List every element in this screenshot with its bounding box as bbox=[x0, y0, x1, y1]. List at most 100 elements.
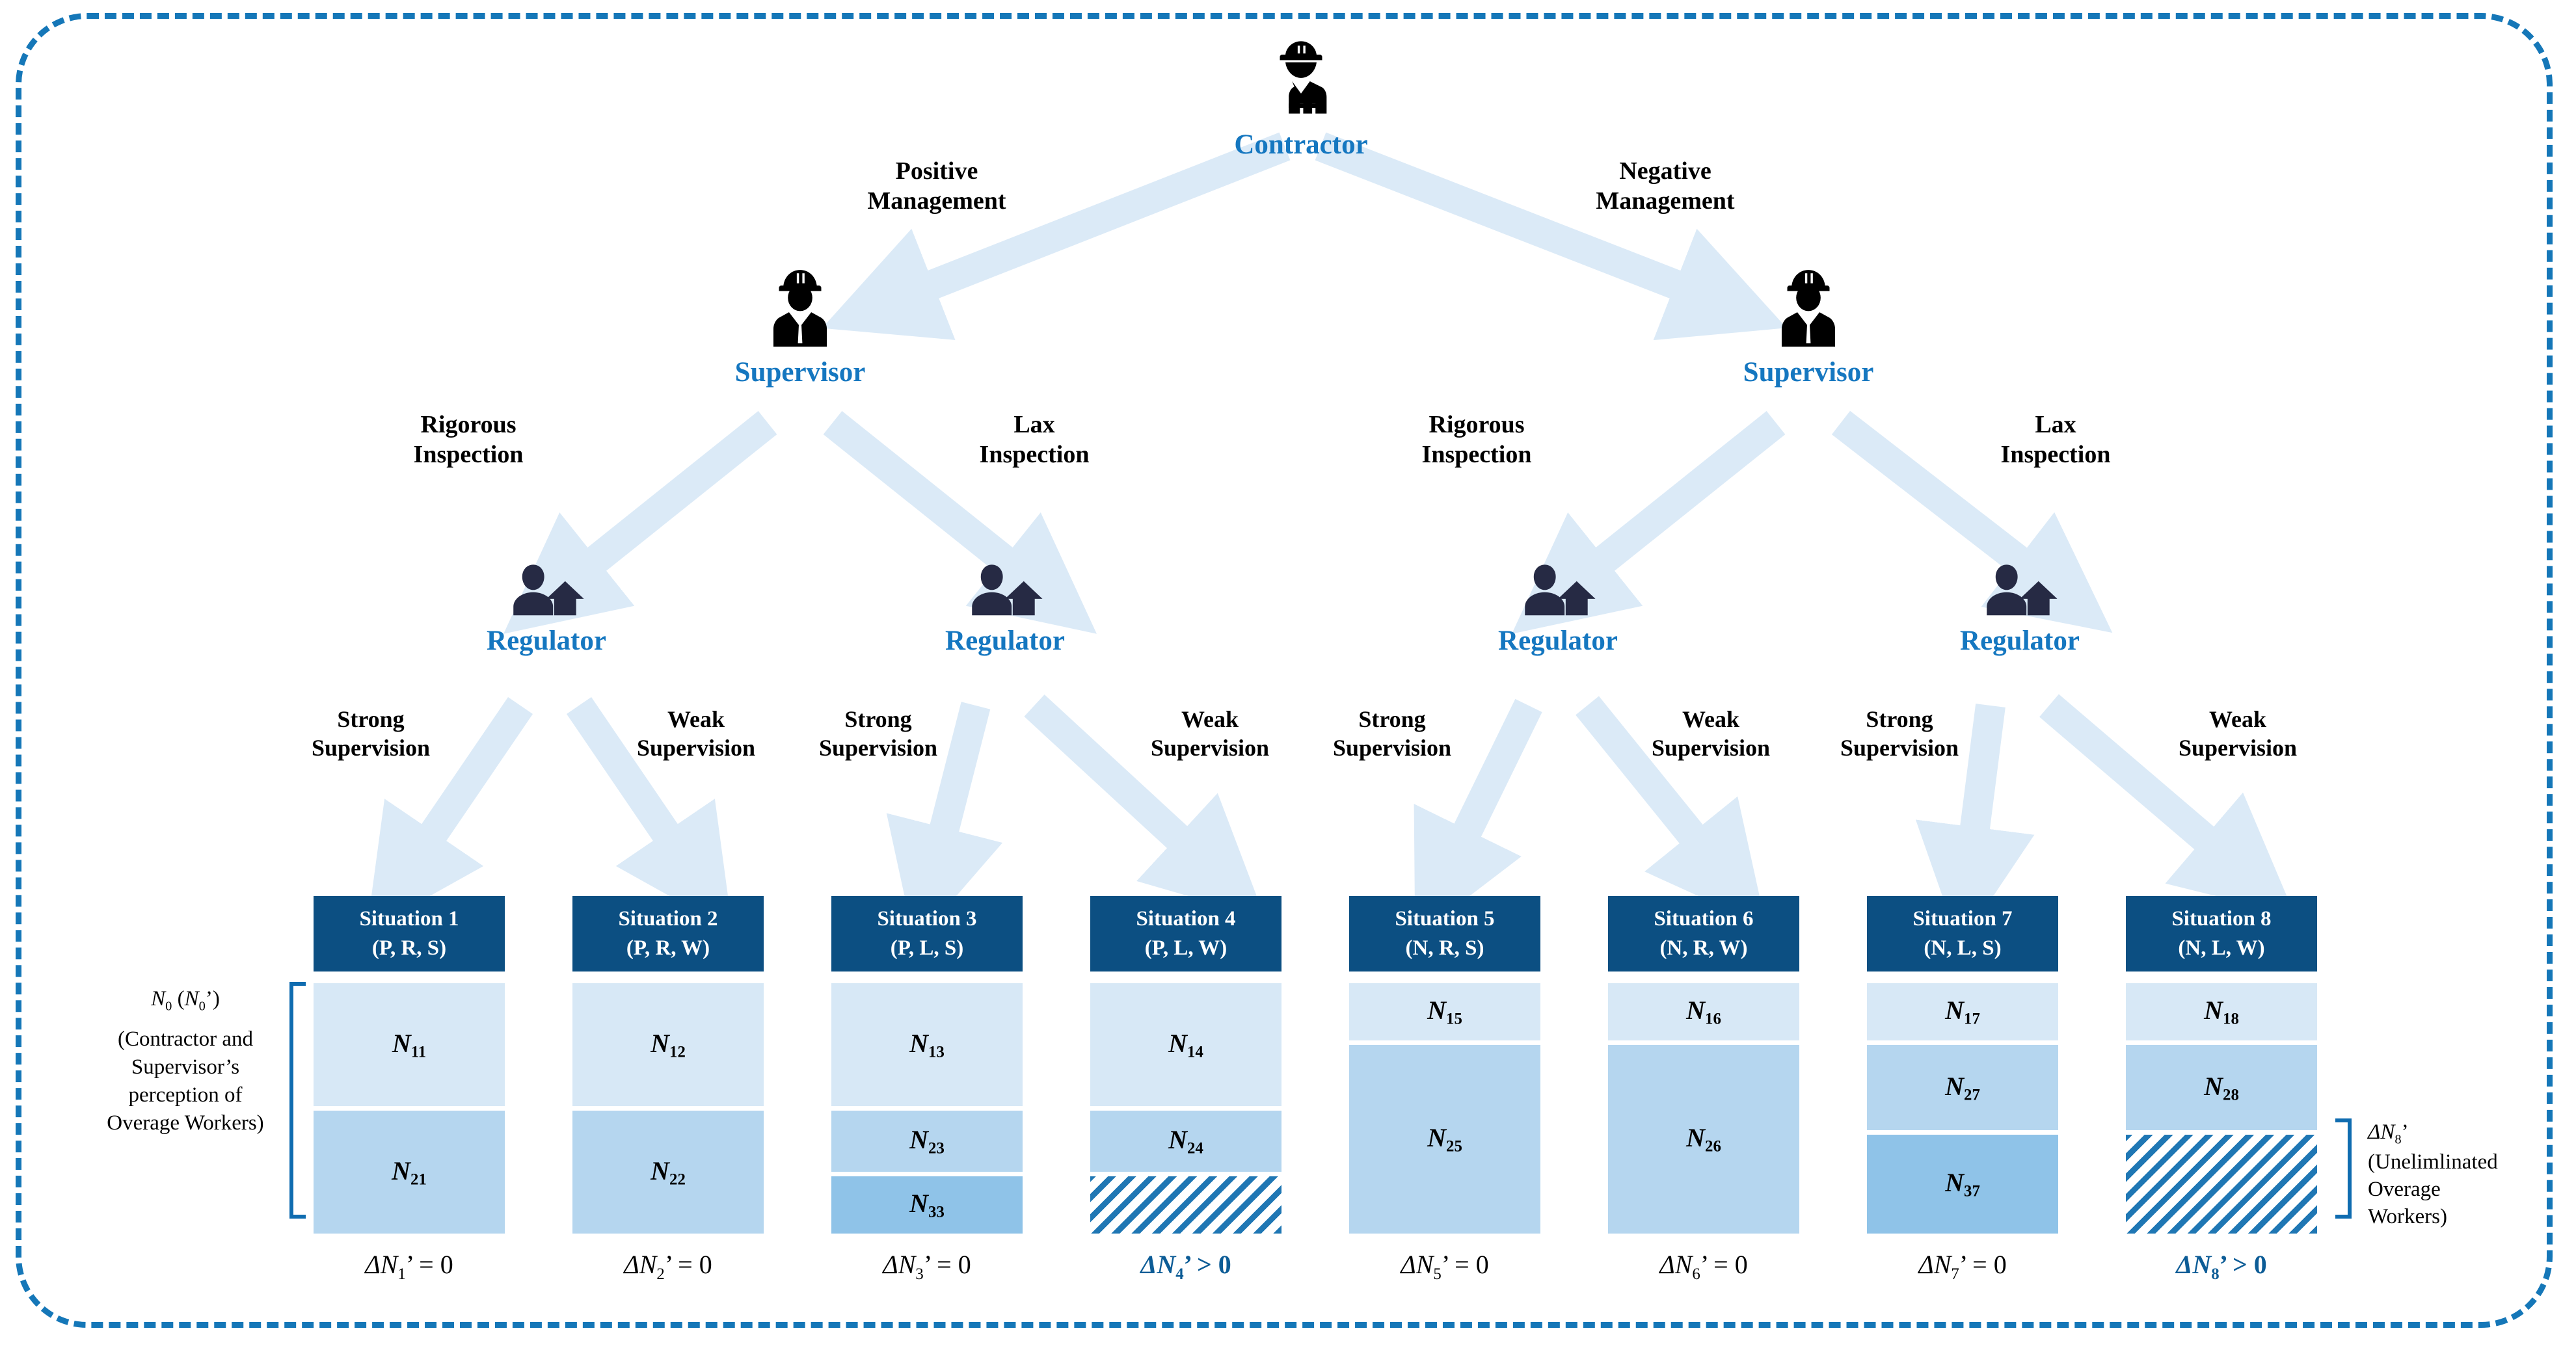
situation-code: (P, L, S) bbox=[890, 936, 964, 960]
annotation-left-line3: perception of bbox=[128, 1083, 243, 1107]
edge-label-line2: Supervision bbox=[818, 734, 938, 761]
edge-label-weak-supervision-4: Weak Supervision bbox=[2140, 706, 2335, 763]
situation-header: Situation 4 (P, L, W) bbox=[1090, 896, 1281, 972]
situation-title: Situation 1 bbox=[359, 907, 459, 931]
situation-column[interactable]: Situation 1 (P, R, S) bbox=[314, 896, 505, 972]
node-regulator-2[interactable]: Regulator bbox=[930, 562, 1080, 657]
node-regulator-4[interactable]: Regulator bbox=[1945, 562, 2095, 657]
situation-column[interactable]: Situation 2(P, R, W) bbox=[572, 896, 764, 972]
edge-label-line2: Supervision bbox=[1150, 734, 1270, 761]
situation-code: (P, L, W) bbox=[1144, 936, 1228, 960]
situation-delta-label: ΔN5’ = 0 bbox=[1401, 1250, 1489, 1283]
edge-label-line2: Supervision bbox=[311, 734, 431, 761]
situation-segment-hatched bbox=[1090, 1176, 1281, 1234]
edge-label-rigorous-inspection-1: Rigorous Inspection bbox=[364, 410, 572, 470]
node-regulator-label: Regulator bbox=[1498, 626, 1618, 656]
edge-label-line1: Strong bbox=[1358, 706, 1426, 732]
situation-segment: N16 bbox=[1608, 983, 1799, 1040]
annotation-left-line1: (Contractor and bbox=[117, 1027, 253, 1051]
supervisor-icon bbox=[1737, 267, 1880, 354]
segment-label: N13 bbox=[909, 1028, 945, 1061]
edge-label-line1: Lax bbox=[2035, 411, 2076, 438]
annotation-left-line4: Overage Workers) bbox=[107, 1111, 264, 1135]
situation-header: Situation 6(N, R, W) bbox=[1608, 896, 1799, 972]
segment-label: N12 bbox=[651, 1028, 686, 1061]
situation-delta-label: ΔN1’ = 0 bbox=[365, 1250, 453, 1283]
situation-segment: N21 bbox=[314, 1111, 505, 1234]
situation-code: (N, R, S) bbox=[1405, 936, 1484, 960]
situation-column[interactable]: Situation 8 (N, L, W) bbox=[2126, 896, 2317, 972]
node-contractor[interactable]: Contractor bbox=[1229, 39, 1373, 161]
edge-label-line2: Supervision bbox=[2178, 734, 2298, 761]
situation-segment: N23 bbox=[831, 1111, 1023, 1172]
situation-delta-label: ΔN4’ > 0 bbox=[1140, 1250, 1231, 1283]
segment-label: N33 bbox=[909, 1189, 945, 1221]
situation-segment: N26 bbox=[1608, 1045, 1799, 1234]
situation-code: (N, R, W) bbox=[1659, 936, 1748, 960]
segment-label: N25 bbox=[1427, 1123, 1462, 1156]
edge-label-negative-management: Negative Management bbox=[1574, 156, 1756, 217]
segment-label: N27 bbox=[1945, 1071, 1980, 1104]
situation-header: Situation 1 (P, R, S) bbox=[314, 896, 505, 972]
edge-label-line2: Inspection bbox=[1421, 441, 1532, 469]
node-regulator-3[interactable]: Regulator bbox=[1483, 562, 1633, 657]
node-regulator-1[interactable]: Regulator bbox=[472, 562, 621, 657]
node-supervisor-label: Supervisor bbox=[1743, 357, 1874, 388]
construction-worker-icon bbox=[1229, 39, 1373, 126]
regulator-icon bbox=[1483, 562, 1633, 622]
edge-label-strong-supervision-1: Strong Supervision bbox=[273, 706, 468, 763]
edge-label-lax-inspection-2: Lax Inspection bbox=[1952, 410, 2160, 470]
annotation-left-line2: Supervisor’s bbox=[131, 1055, 240, 1079]
edge-label-line2: Inspection bbox=[413, 441, 524, 469]
regulator-icon bbox=[930, 562, 1080, 622]
situation-code: (P, R, S) bbox=[371, 936, 447, 960]
node-regulator-label: Regulator bbox=[487, 626, 606, 656]
situation-column[interactable]: Situation 4 (P, L, W) bbox=[1090, 896, 1281, 972]
situation-title: Situation 3 bbox=[877, 907, 977, 931]
situation-column[interactable]: Situation 3 (P, L, S) bbox=[831, 896, 1023, 972]
situation-column[interactable]: Situation 6(N, R, W) bbox=[1608, 896, 1799, 972]
regulator-icon bbox=[472, 562, 621, 622]
situation-segment: N11 bbox=[314, 983, 505, 1106]
situation-code: (N, L, W) bbox=[2178, 936, 2265, 960]
node-supervisor-left[interactable]: Supervisor bbox=[729, 267, 872, 388]
situation-title: Situation 8 bbox=[2171, 907, 2272, 931]
situation-segment: N18 bbox=[2126, 983, 2317, 1040]
edge-label-line1: Weak bbox=[2208, 706, 2266, 732]
edge-label-line1: Weak bbox=[1682, 706, 1739, 732]
situation-title: Situation 2 bbox=[618, 907, 718, 931]
situation-header: Situation 7(N, L, S) bbox=[1867, 896, 2058, 972]
situation-header: Situation 8 (N, L, W) bbox=[2126, 896, 2317, 972]
situation-title: Situation 7 bbox=[1912, 907, 2013, 931]
situation-segment: N13 bbox=[831, 983, 1023, 1106]
edge-label-line1: Rigorous bbox=[420, 411, 517, 438]
edge-label-strong-supervision-4: Strong Supervision bbox=[1802, 706, 1997, 763]
annotation-right-line3: Workers) bbox=[2368, 1205, 2447, 1229]
situation-segment: N27 bbox=[1867, 1045, 2058, 1130]
edge-label-line2: Inspection bbox=[979, 441, 1090, 469]
edge-label-line2: Management bbox=[1596, 187, 1735, 215]
edge-label-line1: Negative bbox=[1619, 157, 1711, 185]
node-supervisor-right[interactable]: Supervisor bbox=[1737, 267, 1880, 388]
segment-label: N14 bbox=[1168, 1028, 1203, 1061]
situation-segment: N12 bbox=[572, 983, 764, 1106]
situation-column[interactable]: Situation 5 (N, R, S) bbox=[1349, 896, 1540, 972]
annotation-left-symbol: N0 (N0’) bbox=[151, 987, 220, 1014]
situation-delta-label: ΔN8’ > 0 bbox=[2176, 1250, 2267, 1283]
segment-label: N17 bbox=[1945, 996, 1980, 1028]
situation-delta-label: ΔN6’ = 0 bbox=[1659, 1250, 1748, 1283]
annotation-right: ΔN8’ (Unelimlinated Overage Workers) bbox=[2368, 1118, 2563, 1230]
situation-delta-label: ΔN3’ = 0 bbox=[883, 1250, 971, 1283]
annotation-right-line2: Overage bbox=[2368, 1178, 2441, 1201]
edge-label-line2: Supervision bbox=[1840, 734, 1959, 761]
edge-label-weak-supervision-2: Weak Supervision bbox=[1112, 706, 1308, 763]
node-supervisor-label: Supervisor bbox=[734, 357, 866, 388]
edge-label-positive-management: Positive Management bbox=[846, 156, 1028, 217]
situation-title: Situation 4 bbox=[1136, 907, 1236, 931]
situation-column[interactable]: Situation 7(N, L, S) bbox=[1867, 896, 2058, 972]
edge-label-line2: Supervision bbox=[636, 734, 756, 761]
segment-label: N21 bbox=[392, 1156, 427, 1189]
edge-label-line2: Supervision bbox=[1651, 734, 1771, 761]
situation-title: Situation 5 bbox=[1395, 907, 1495, 931]
edge-label-line1: Lax bbox=[1013, 411, 1055, 438]
